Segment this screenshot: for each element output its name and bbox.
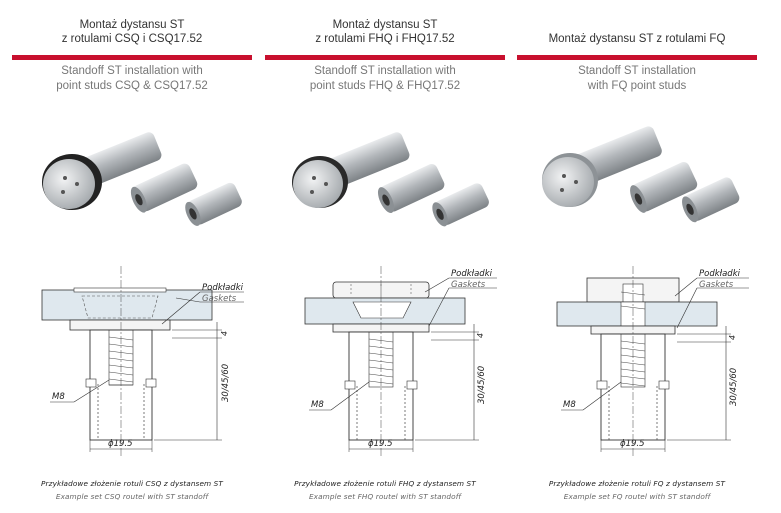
label-gaskets-pl: Podkładki xyxy=(699,269,741,279)
caption-polish: Przykładowe złożenie rotuli CSQ z dystan… xyxy=(41,479,223,488)
label-gaskets-en: Gaskets xyxy=(699,280,734,290)
label-gaskets-en: Gaskets xyxy=(202,294,237,304)
title-english: Standoff ST installation with point stud… xyxy=(309,65,461,92)
label-diameter: ϕ19.5 xyxy=(368,439,393,449)
label-dim-height: 30/45/60 xyxy=(221,364,231,402)
label-diameter: ϕ19.5 xyxy=(620,439,645,449)
caption-english: Example set CSQ routel with ST standoff xyxy=(55,492,209,501)
caption-polish: Przykładowe złożenie rotuli FQ z dystans… xyxy=(548,479,726,488)
red-rule xyxy=(12,55,252,60)
title-polish: Montaż dystansu ST z rotulami FQ xyxy=(548,33,726,45)
label-thread: M8 xyxy=(563,400,576,410)
technical-drawing-fq: Podkładki Gaskets 4 30/45/60 M8 ϕ19.5 xyxy=(556,266,749,457)
product-photo-fhq xyxy=(292,132,489,227)
label-dim-height: 30/45/60 xyxy=(477,366,487,404)
red-rule xyxy=(265,55,505,60)
title-english: Standoff ST installation with FQ point s… xyxy=(578,65,696,92)
column-csq: Montaż dystansu ST z rotulami CSQ i CSQ1… xyxy=(12,0,252,513)
title-english: Standoff ST installation with point stud… xyxy=(56,65,208,92)
product-photo-csq xyxy=(42,132,242,226)
caption-english: Example set FHQ routel with ST standoff xyxy=(308,492,462,501)
technical-drawing-csq: Podkładki Gaskets 4 30/45/60 M8 ϕ19.5 xyxy=(41,266,244,457)
caption-english: Example set FQ routel with ST standoff xyxy=(563,492,711,501)
column-fhq: Montaż dystansu ST z rotulami FHQ i FHQ1… xyxy=(265,0,505,513)
label-gaskets-en: Gaskets xyxy=(451,280,486,290)
column-fq: Montaż dystansu ST z rotulami FQ Standof… xyxy=(517,0,757,513)
title-polish: Montaż dystansu ST z rotulami CSQ i CSQ1… xyxy=(61,19,203,45)
label-dim-small: 4 xyxy=(728,335,737,340)
caption-polish: Przykładowe złożenie rotuli FHQ z dystan… xyxy=(294,479,476,488)
label-gaskets-pl: Podkładki xyxy=(202,283,244,293)
label-diameter: ϕ19.5 xyxy=(108,439,133,449)
label-dim-small: 4 xyxy=(220,331,229,336)
technical-drawing-fhq: Podkładki Gaskets 4 30/45/60 M8 ϕ19.5 xyxy=(304,266,497,457)
product-photo-fq xyxy=(542,126,740,223)
label-thread: M8 xyxy=(52,392,65,402)
label-thread: M8 xyxy=(311,400,324,410)
title-polish: Montaż dystansu ST z rotulami FHQ i FHQ1… xyxy=(315,19,455,45)
label-gaskets-pl: Podkładki xyxy=(451,269,493,279)
label-dim-small: 4 xyxy=(476,333,485,338)
red-rule xyxy=(517,55,757,60)
label-dim-height: 30/45/60 xyxy=(729,368,739,406)
